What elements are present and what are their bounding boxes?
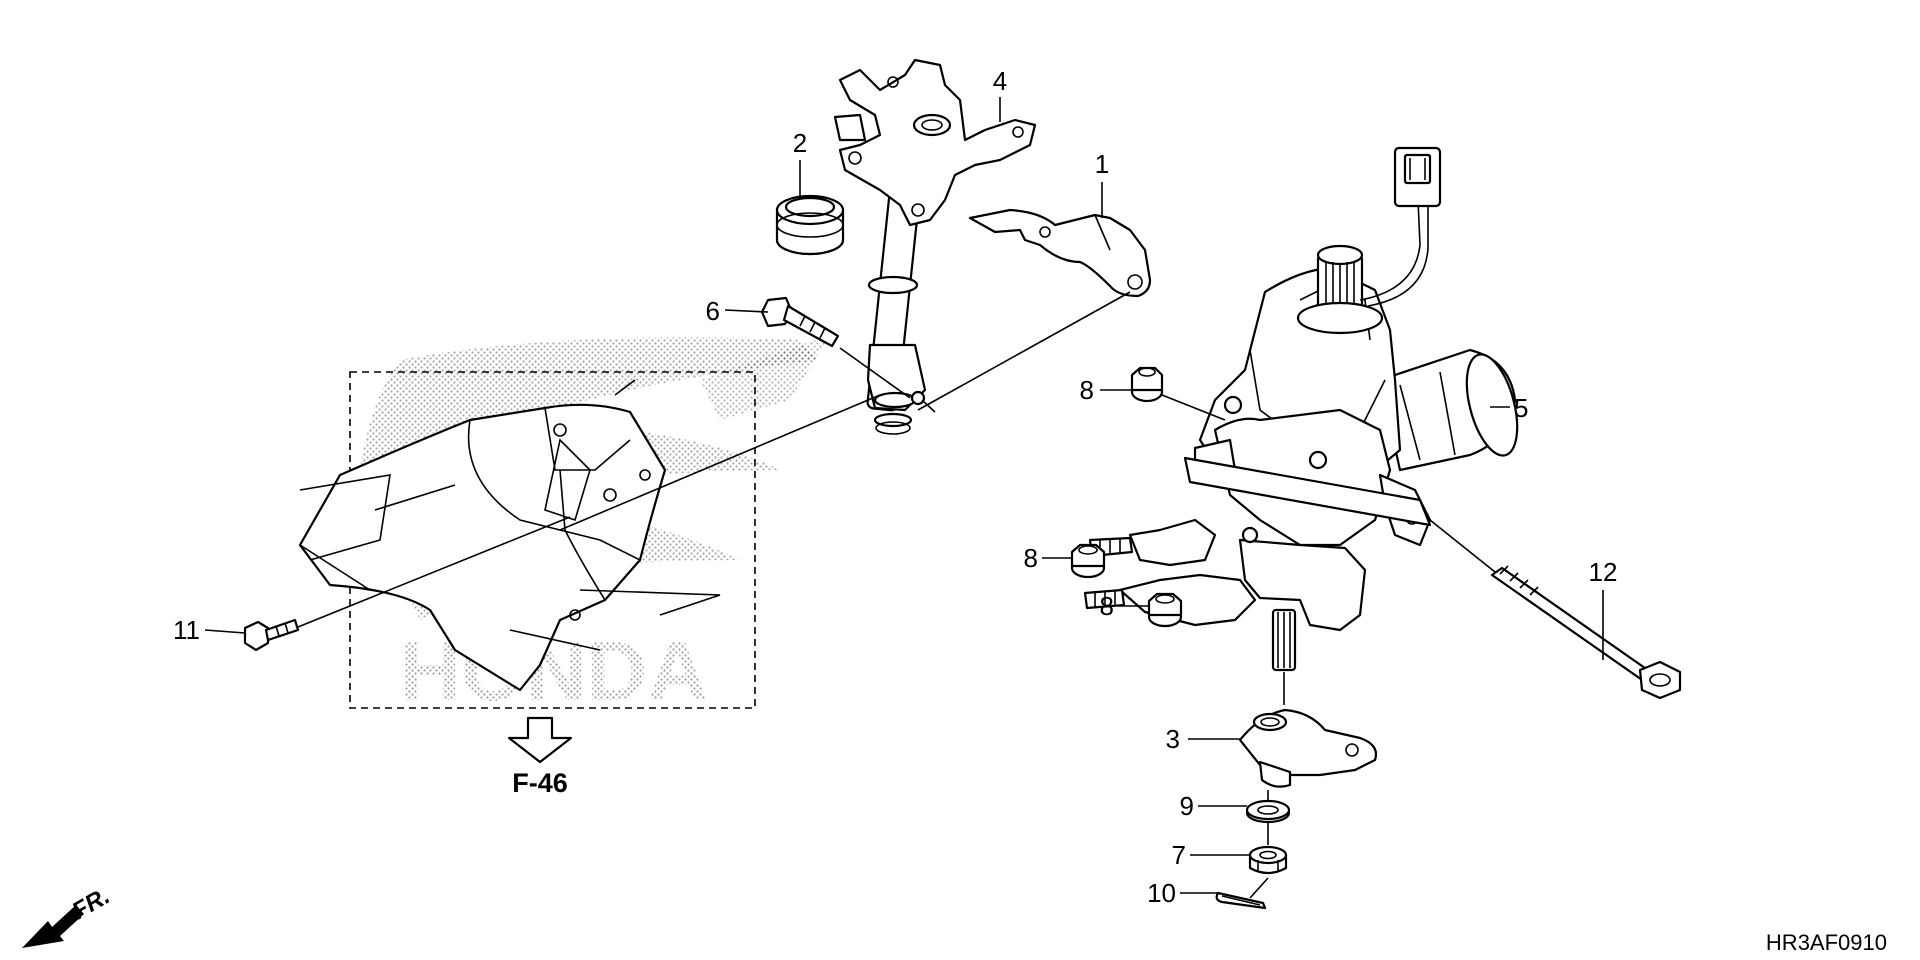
callout-8b: 8 <box>1024 543 1038 573</box>
callout-4: 4 <box>993 66 1007 96</box>
callout-7: 7 <box>1172 840 1186 870</box>
callout-1: 1 <box>1095 149 1109 179</box>
castle-nut-part-7 <box>1248 845 1288 875</box>
assembly-guide-lines <box>297 291 1496 899</box>
callout-labels: 1 2 3 4 5 6 7 8 8 8 9 10 11 12 <box>173 66 1617 908</box>
watermark-tail-shape <box>700 335 830 420</box>
cotter-pin-part-10 <box>1215 891 1267 910</box>
front-arrow-icon <box>22 905 84 948</box>
washer-part-9 <box>1245 799 1291 824</box>
bolt-part-6 <box>760 296 840 348</box>
column-clamp-part-1 <box>968 208 1152 298</box>
callout-5: 5 <box>1514 393 1528 423</box>
frame-bracket <box>298 379 721 692</box>
callout-11: 11 <box>173 615 200 645</box>
callout-8a: 8 <box>1080 375 1094 405</box>
dust-seal-part-2 <box>775 194 845 256</box>
pitman-arm-part-3 <box>1238 708 1378 788</box>
callout-2: 2 <box>793 128 807 158</box>
bolt-part-11 <box>243 618 300 652</box>
callout-6: 6 <box>706 296 720 326</box>
reference-arrow-icon <box>507 716 573 764</box>
callout-3: 3 <box>1166 724 1180 754</box>
callout-9: 9 <box>1180 791 1194 821</box>
callout-12: 12 <box>1589 557 1618 587</box>
watermark-text: HONDA <box>400 624 708 718</box>
callout-leaders <box>204 97 1604 894</box>
callout-10: 10 <box>1147 878 1176 908</box>
diagram-code: HR3AF0910 <box>1766 930 1887 955</box>
flange-nut-part-8c <box>1147 592 1183 628</box>
reference-arrow-f46: F-46 <box>507 716 573 798</box>
column-upper-bracket-part-4 <box>833 58 1037 227</box>
flange-nut-part-8a <box>1130 366 1164 403</box>
reference-label: F-46 <box>512 768 568 798</box>
eps-unit-part-5 <box>1083 146 1519 672</box>
long-bolt-part-12 <box>1490 565 1682 700</box>
flange-nut-part-8b <box>1070 543 1106 579</box>
front-direction-indicator: FR. <box>22 882 114 948</box>
callout-8c: 8 <box>1100 591 1114 621</box>
